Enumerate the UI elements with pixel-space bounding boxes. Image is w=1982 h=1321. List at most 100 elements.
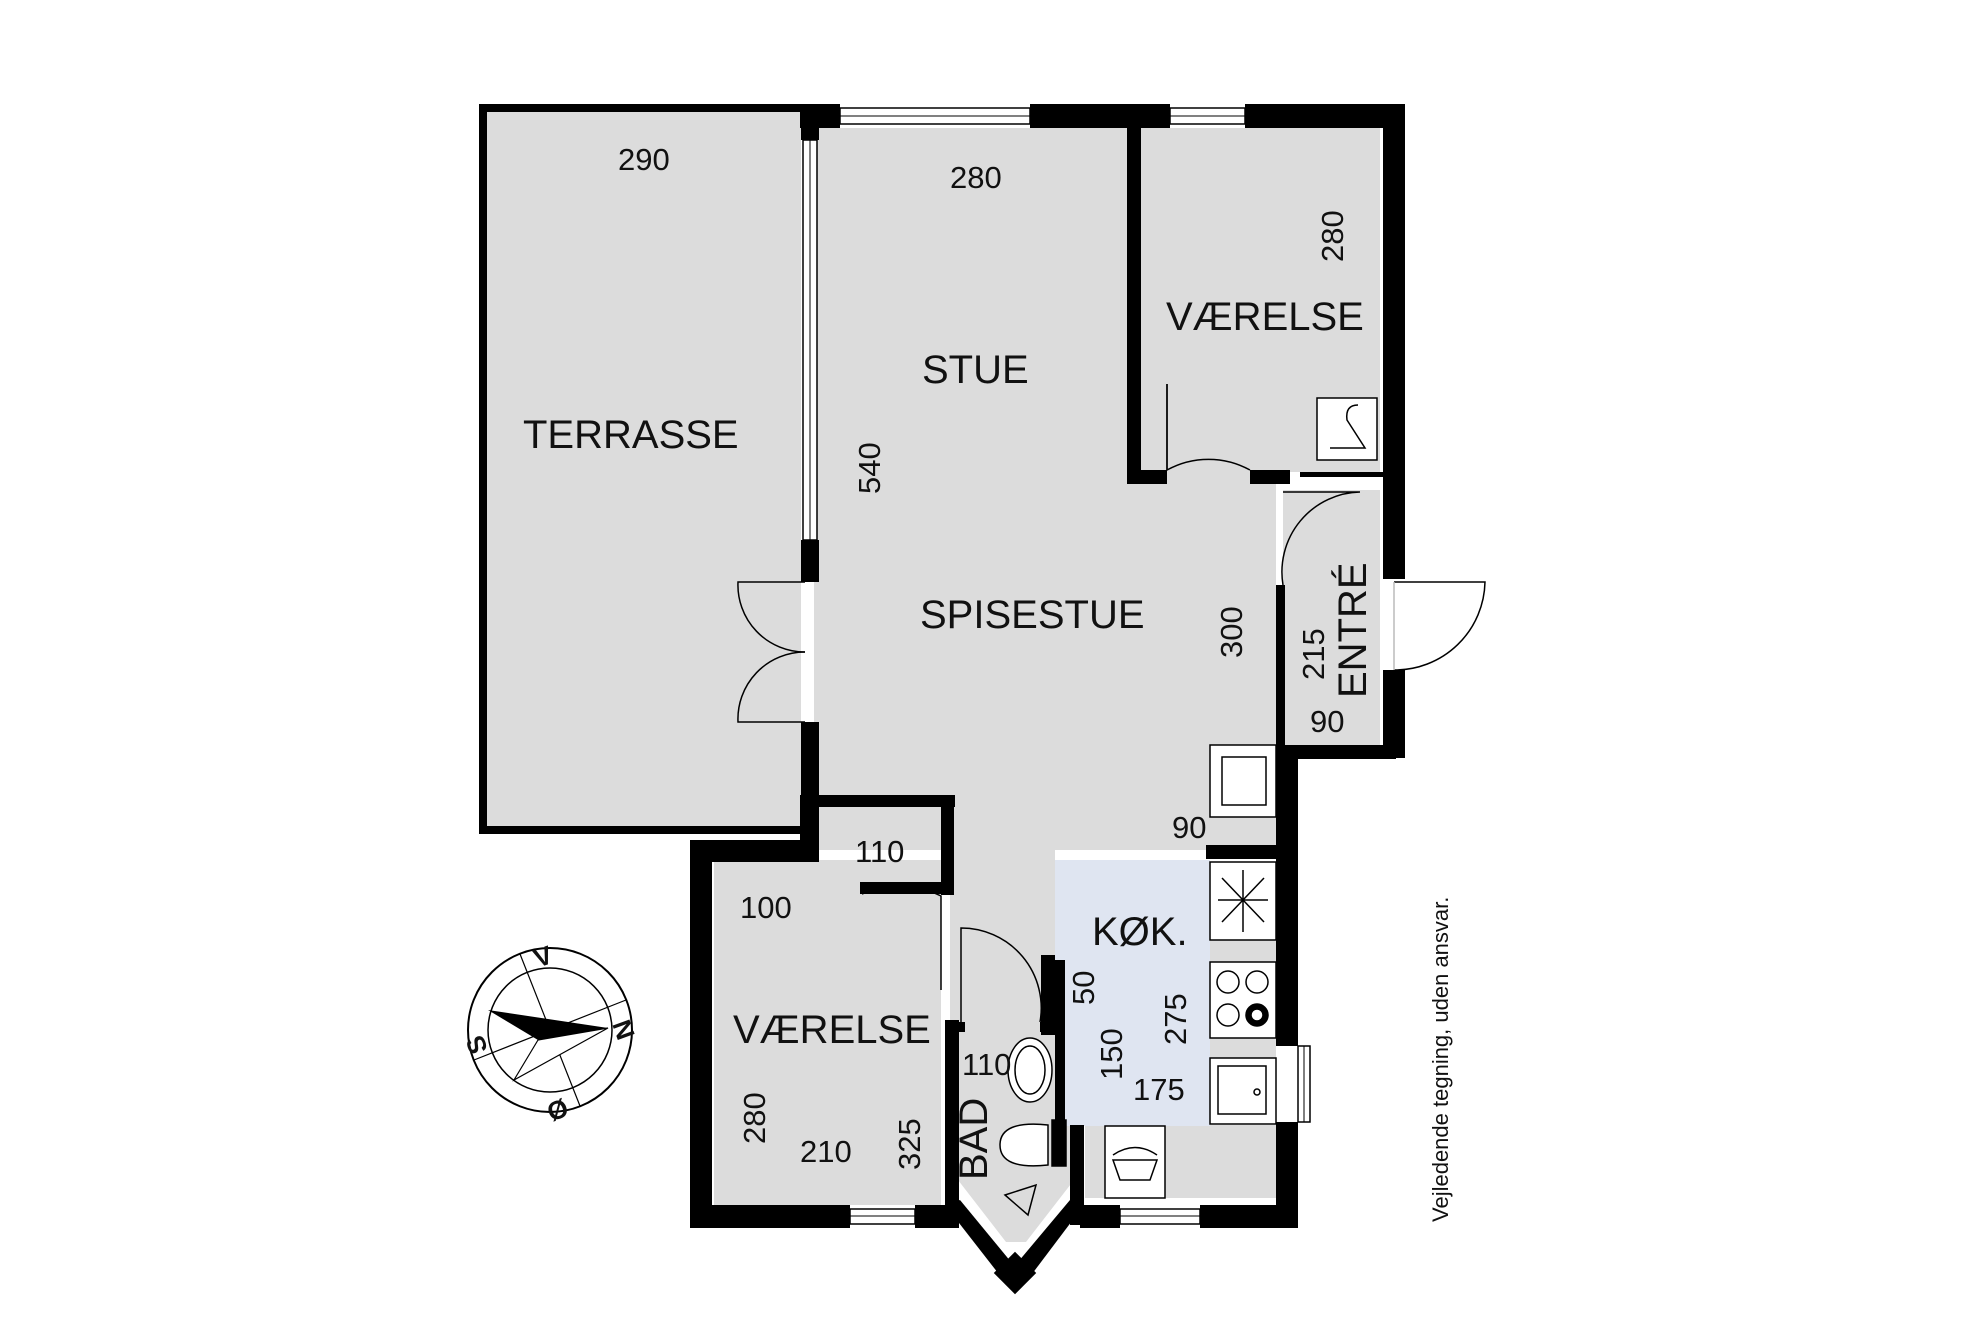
doors	[737, 384, 1486, 1023]
kok-dim-150: 150	[1094, 1028, 1129, 1080]
wall	[1276, 745, 1396, 759]
vaerelse-bottom-dim-110: 110	[855, 834, 904, 869]
wall	[479, 826, 805, 834]
wall	[941, 795, 954, 895]
burner	[1216, 1003, 1240, 1027]
door-swing	[737, 651, 806, 723]
wall	[1041, 955, 1055, 1035]
wall	[860, 882, 954, 894]
wall	[690, 1205, 850, 1228]
wardrobe	[1316, 397, 1378, 461]
vaerelse-bottom-dim-100: 100	[740, 890, 792, 925]
stove	[1209, 961, 1277, 1039]
shower-icon	[1003, 1183, 1038, 1217]
wall	[1206, 845, 1298, 859]
door-swing	[960, 927, 1042, 1023]
vaerelse-bottom-dim-325: 325	[892, 1118, 927, 1170]
wall	[690, 840, 712, 1228]
wall	[800, 795, 955, 807]
wall	[1276, 758, 1298, 848]
wall	[945, 1200, 1016, 1282]
vaerelse-bottom-dim-280: 280	[737, 1092, 772, 1144]
hanger-icon	[1330, 404, 1367, 449]
wall	[1276, 848, 1298, 1046]
fridge-inner	[1221, 756, 1267, 806]
room-fills	[483, 110, 1380, 1242]
room-labels: TERRASSE 290 STUE 280 540 VÆRELSE 280 SP…	[523, 142, 1375, 1180]
fixtures	[999, 397, 1378, 1217]
stue-length: 540	[852, 442, 887, 494]
wall	[1127, 104, 1141, 484]
terrasse-width: 290	[618, 142, 670, 177]
wall	[479, 104, 805, 112]
wall	[1013, 1200, 1084, 1282]
wall	[1383, 104, 1405, 579]
wall	[801, 104, 819, 140]
wall	[915, 1205, 959, 1228]
wall	[1200, 1205, 1298, 1228]
wall	[1040, 1022, 1062, 1032]
wall	[1127, 470, 1167, 484]
wall	[1276, 585, 1285, 770]
door-swing	[737, 581, 806, 653]
spisestue-label: SPISESTUE	[920, 593, 1145, 637]
wall	[800, 800, 819, 862]
windows	[802, 107, 1311, 1225]
door-swing	[861, 885, 942, 990]
entre-label: ENTRÉ	[1330, 562, 1375, 698]
terrasse-floor	[483, 110, 801, 830]
washer-drum	[1111, 1159, 1159, 1181]
spisestue-dim: 300	[1214, 606, 1249, 658]
burner	[1245, 970, 1269, 994]
spisestue-depth: 90	[1172, 810, 1206, 845]
compass-needle	[488, 1010, 608, 1040]
burner	[1216, 970, 1240, 994]
door-swing	[1166, 384, 1251, 472]
hall-floor	[950, 800, 1055, 1040]
terrasse-label: TERRASSE	[523, 413, 739, 457]
wall	[993, 1251, 1037, 1295]
wall	[945, 1020, 959, 1210]
wall	[1383, 670, 1405, 758]
wall	[1070, 1125, 1084, 1225]
vaerelse-bottom-label: VÆRELSE	[733, 1008, 931, 1052]
vaerelse-top-dim: 280	[1315, 210, 1350, 262]
door-swing	[1281, 491, 1361, 586]
disclaimer-note: Vejledende tegning, uden ansvar.	[1428, 897, 1453, 1222]
compass-rose: N V S Ø	[460, 939, 641, 1127]
vaerelse-bottom-dim-210: 210	[800, 1134, 852, 1169]
entre-width: 215	[1296, 628, 1331, 680]
wall	[1245, 104, 1405, 128]
vaerelse-top-label: VÆRELSE	[1166, 295, 1364, 339]
wall	[1080, 1205, 1120, 1228]
wall	[1276, 1122, 1298, 1228]
entre-floor	[1283, 490, 1380, 745]
wall	[945, 1022, 965, 1032]
stue-width: 280	[950, 160, 1002, 195]
wall	[801, 540, 819, 582]
kok-label: KØK.	[1092, 910, 1188, 954]
wall	[479, 104, 487, 834]
wall	[1030, 104, 1170, 128]
door-swing	[1393, 581, 1486, 671]
kok-dim-175: 175	[1133, 1072, 1185, 1107]
toilet-tank	[1051, 1119, 1067, 1167]
bad-label: BAD	[952, 1098, 996, 1180]
entre-depth: 90	[1310, 704, 1344, 739]
kok-dim-275: 275	[1158, 993, 1193, 1045]
washer	[1104, 1125, 1166, 1199]
wall	[690, 840, 819, 862]
vaerelse-bottom-floor	[714, 860, 941, 1205]
stue-label: STUE	[922, 348, 1029, 392]
star-icon	[1218, 870, 1268, 932]
bad-dim: 110	[962, 1047, 1011, 1082]
walls	[479, 104, 1405, 1295]
wall	[1300, 472, 1390, 477]
kok-dim-50: 50	[1066, 971, 1101, 1005]
stue-floor	[814, 128, 1129, 483]
toilet	[999, 1123, 1049, 1167]
kok-floor	[1055, 860, 1210, 1126]
wall	[1250, 470, 1290, 484]
wall	[1055, 960, 1065, 1140]
